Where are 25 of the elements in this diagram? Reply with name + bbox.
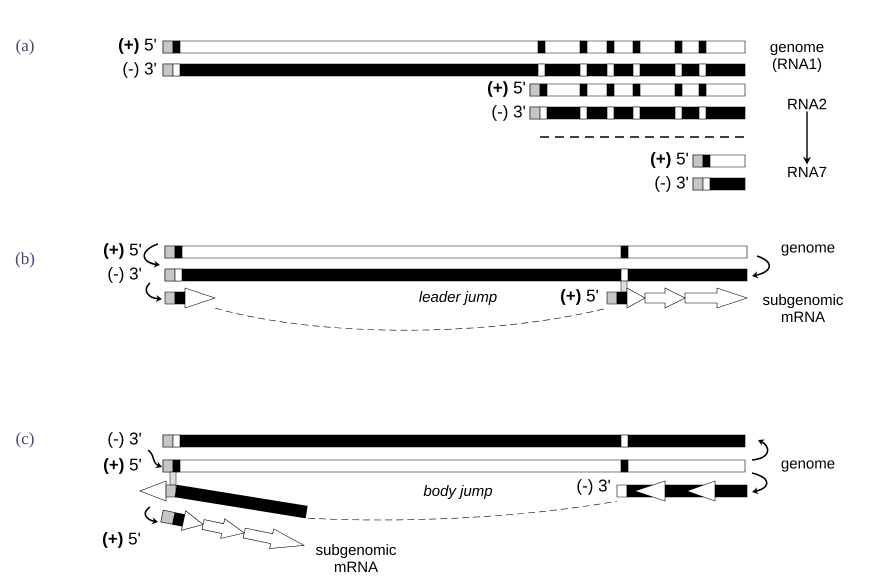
strand-label: (+) 5': [102, 532, 140, 548]
rna-label: RNA7: [788, 166, 826, 178]
strand-label: (-) 3': [655, 176, 688, 192]
panel-letter: (c): [16, 432, 34, 448]
edge-label: leader jump: [418, 290, 498, 306]
panel-letter: (b): [16, 252, 34, 268]
panel-letter: (a): [16, 39, 34, 55]
strand-label: (-) 3': [577, 479, 610, 495]
strand-label: (-) 3': [108, 267, 141, 283]
template-drawing: [616, 480, 748, 502]
edge-label: body jump: [422, 484, 494, 500]
strand-label: (+) 5': [488, 81, 525, 97]
strand-label: (+) 5': [118, 38, 156, 54]
strand-label: (+) 5': [650, 152, 688, 168]
rna-label: genome (RNA1): [770, 44, 824, 72]
template-drawing: [139, 480, 308, 518]
rna-label: subgenomic mRNA: [763, 294, 844, 322]
dashed-curve: [308, 500, 618, 520]
rna-label: subgenomic mRNA: [316, 544, 396, 572]
rna-label: RNA2: [788, 98, 826, 110]
strand-label: (+) 5': [104, 458, 141, 474]
strand-label: (+) 5': [560, 289, 598, 305]
leader-rna-drawing: [164, 288, 216, 308]
strand-label: (-) 3': [492, 105, 525, 121]
strand-label: (-) 3': [123, 62, 156, 78]
